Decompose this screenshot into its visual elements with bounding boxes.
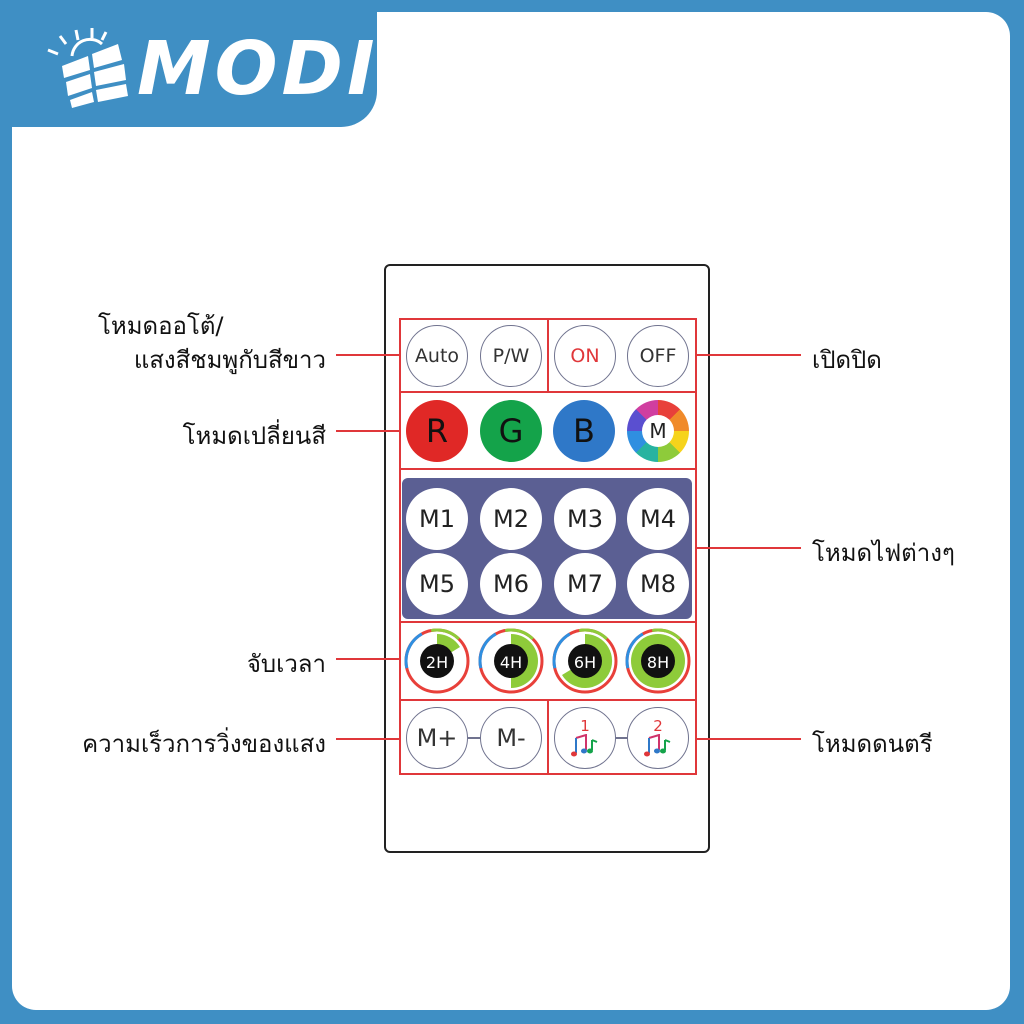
mode-button-m5[interactable]: M5 bbox=[406, 553, 468, 615]
callout-line-color bbox=[336, 430, 399, 432]
music-mode-1-label: 1 bbox=[580, 717, 590, 735]
timer-label-6h: 6H bbox=[574, 653, 596, 672]
music-connector bbox=[616, 737, 630, 739]
label-color-change: โหมดเปลี่ยนสี bbox=[182, 422, 326, 450]
sun-window-logo-icon bbox=[47, 28, 128, 108]
music-notes-icon bbox=[571, 734, 598, 757]
speed-connector bbox=[468, 737, 482, 739]
group-music bbox=[547, 699, 697, 775]
on-button[interactable]: ON bbox=[554, 325, 616, 387]
music-mode-1-button[interactable]: 1 bbox=[554, 707, 616, 769]
mode-button-m8[interactable]: M8 bbox=[627, 553, 689, 615]
blue-button[interactable]: B bbox=[553, 400, 615, 462]
off-button[interactable]: OFF bbox=[627, 325, 689, 387]
music-mode-2-label: 2 bbox=[653, 717, 663, 735]
timer-label-8h: 8H bbox=[647, 653, 669, 672]
mode-button-m4[interactable]: M4 bbox=[627, 488, 689, 550]
label-power: เปิดปิด bbox=[812, 346, 882, 374]
multicolor-button-label: M bbox=[642, 415, 674, 447]
music-notes-icon bbox=[644, 734, 671, 757]
multicolor-button[interactable]: M bbox=[627, 400, 689, 462]
brand-name: MODI bbox=[137, 26, 379, 112]
mode-button-m2[interactable]: M2 bbox=[480, 488, 542, 550]
mode-button-m1[interactable]: M1 bbox=[406, 488, 468, 550]
timer-button-4h[interactable]: 4H bbox=[478, 628, 544, 694]
label-auto-mode-line2: แสงสีชมพูกับสีขาว bbox=[133, 346, 326, 374]
timer-button-6h[interactable]: 6H bbox=[552, 628, 618, 694]
speed-up-button[interactable]: M+ bbox=[406, 707, 468, 769]
label-timer: จับเวลา bbox=[246, 650, 326, 678]
label-speed: ความเร็วการวิ่งของแสง bbox=[82, 730, 326, 758]
label-light-modes: โหมดไฟต่างๆ bbox=[812, 539, 955, 567]
label-auto-mode-line1: โหมดออโต้/ bbox=[98, 312, 224, 340]
music-mode-2-button[interactable]: 2 bbox=[627, 707, 689, 769]
timer-button-2h[interactable]: 2H bbox=[404, 628, 470, 694]
callout-line-music bbox=[697, 738, 801, 740]
green-button[interactable]: G bbox=[480, 400, 542, 462]
timer-label-2h: 2H bbox=[426, 653, 448, 672]
mode-button-m3[interactable]: M3 bbox=[554, 488, 616, 550]
speed-down-button[interactable]: M- bbox=[480, 707, 542, 769]
label-music-mode: โหมดดนตรี bbox=[812, 730, 933, 758]
red-button[interactable]: R bbox=[406, 400, 468, 462]
callout-line-power bbox=[697, 354, 801, 356]
callout-line-timer bbox=[336, 658, 399, 660]
pw-button[interactable]: P/W bbox=[480, 325, 542, 387]
callout-line-speed bbox=[336, 738, 399, 740]
mode-button-m7[interactable]: M7 bbox=[554, 553, 616, 615]
callout-line-modes bbox=[697, 547, 801, 549]
timer-button-8h[interactable]: 8H bbox=[625, 628, 691, 694]
callout-line-auto bbox=[336, 354, 399, 356]
auto-button[interactable]: Auto bbox=[406, 325, 468, 387]
logo-tab: MODI bbox=[12, 12, 377, 127]
mode-button-m6[interactable]: M6 bbox=[480, 553, 542, 615]
timer-label-4h: 4H bbox=[500, 653, 522, 672]
